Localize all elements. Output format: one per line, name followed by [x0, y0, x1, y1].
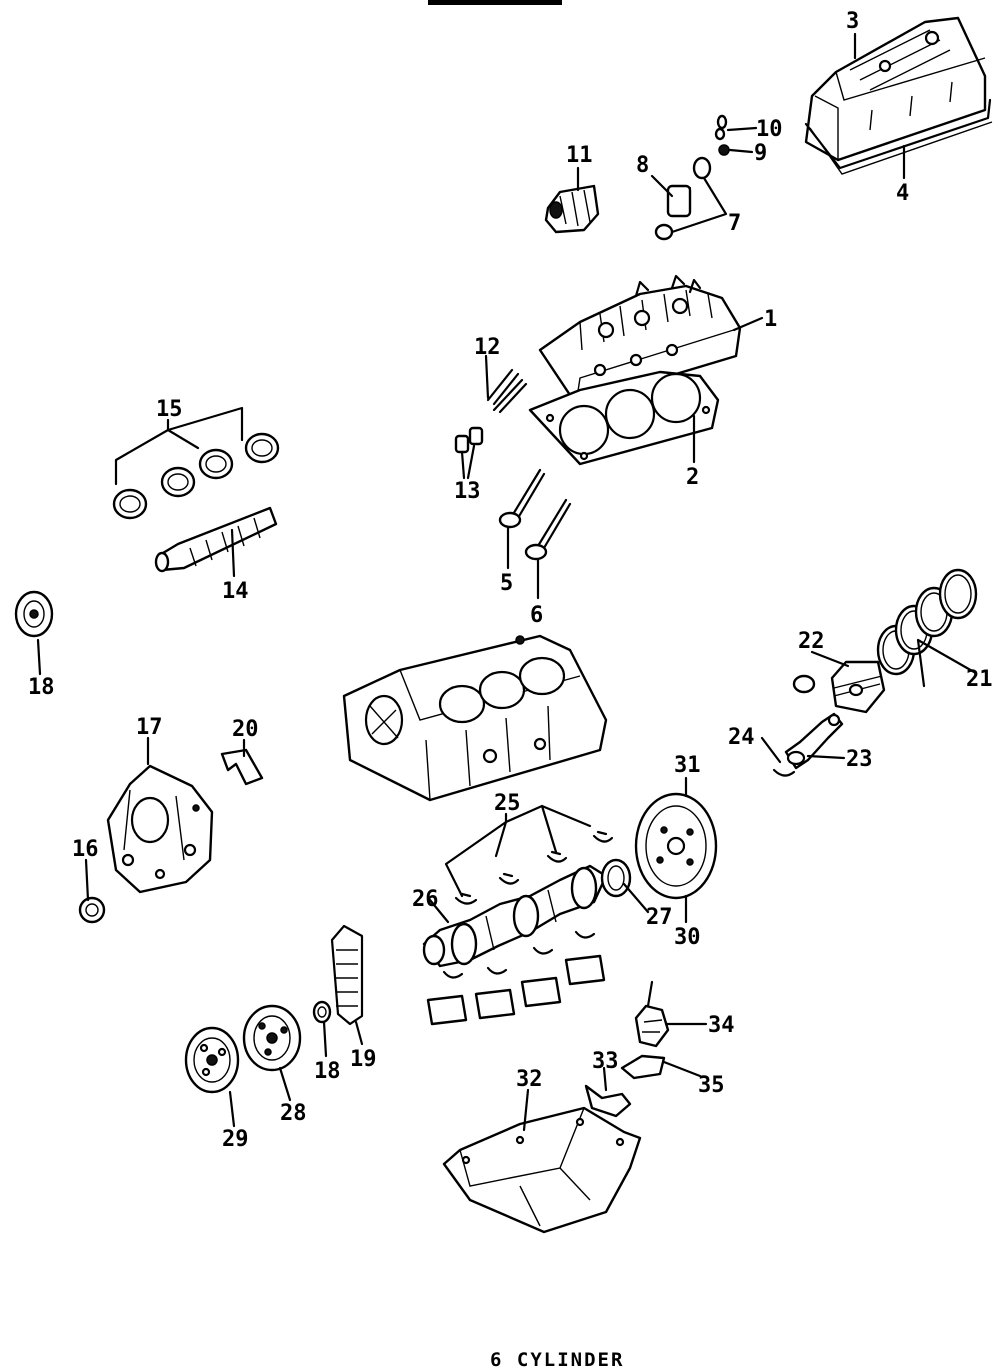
- callout-14: 14: [222, 579, 249, 604]
- leader-lines: [36, 32, 976, 1132]
- valve-spring-part: [666, 184, 692, 218]
- callout-27: 27: [646, 905, 673, 930]
- timing-cover-gasket-part: [220, 748, 264, 786]
- callout-18-bottom: 18: [314, 1059, 341, 1084]
- callout-21: 21: [966, 667, 993, 692]
- callout-32: 32: [516, 1067, 543, 1092]
- callout-13: 13: [454, 479, 481, 504]
- harmonic-balancer-part: [242, 1004, 302, 1072]
- camshaft-sprocket-part: [14, 590, 54, 638]
- callout-10: 10: [756, 117, 783, 142]
- callout-3: 3: [846, 9, 859, 34]
- rod-bearing-part: [772, 768, 796, 777]
- valve-cover-part: [804, 16, 987, 162]
- exhaust-valve-part: [524, 498, 572, 561]
- valve-cover-gasket-part: [804, 98, 993, 175]
- oil-pump-part: [634, 980, 670, 1048]
- diagram-caption: 6 CYLINDER: [490, 1349, 624, 1370]
- main-bearing-caps-part: [426, 930, 606, 1026]
- valve-seal-part: [718, 144, 730, 156]
- piston-part: [830, 660, 886, 714]
- callout-30: 30: [674, 925, 701, 950]
- callout-5: 5: [500, 571, 513, 596]
- camshaft-part: [154, 506, 278, 573]
- callout-31: 31: [674, 753, 701, 778]
- engine-block-part: [342, 634, 608, 802]
- callout-1: 1: [764, 307, 777, 332]
- callout-24: 24: [728, 725, 755, 750]
- callout-19: 19: [350, 1047, 377, 1072]
- head-gasket-part: [528, 370, 720, 466]
- oil-pickup-part: [620, 1054, 666, 1080]
- crankshaft-pulley-part: [184, 1026, 240, 1094]
- callout-15: 15: [156, 397, 183, 422]
- callout-25: 25: [494, 791, 521, 816]
- lifter-part: [454, 426, 484, 454]
- callout-7: 7: [728, 211, 741, 236]
- callout-17: 17: [136, 715, 163, 740]
- callout-26: 26: [412, 887, 439, 912]
- intake-valve-part: [498, 468, 546, 529]
- timing-cover-part: [106, 764, 214, 894]
- top-edge-bar: [428, 0, 562, 5]
- callout-28: 28: [280, 1101, 307, 1126]
- callout-16: 16: [72, 837, 99, 862]
- cam-bearing-set-part: [112, 432, 280, 520]
- callout-20: 20: [232, 717, 259, 742]
- main-bearing-set-part: [454, 830, 614, 905]
- callout-labels: 1 2 3 4 5 6 7 8 9 10 11 12 13 14 15 16 1…: [28, 9, 993, 1152]
- oil-pan-part: [442, 1106, 642, 1234]
- callout-33: 33: [592, 1049, 619, 1074]
- crankshaft-sprocket-part: [312, 1000, 332, 1024]
- piston-pin-part: [792, 674, 816, 694]
- callout-29: 29: [222, 1127, 249, 1152]
- callout-18-top: 18: [28, 675, 55, 700]
- rear-main-seal-part: [600, 858, 632, 898]
- callout-6: 6: [530, 603, 543, 628]
- callout-2: 2: [686, 465, 699, 490]
- callout-22: 22: [798, 629, 825, 654]
- rocker-arm-part: [544, 184, 600, 234]
- oil-pan-baffle-part: [584, 1084, 632, 1118]
- valve-retainer-part: [714, 114, 728, 141]
- callout-11: 11: [566, 143, 593, 168]
- connecting-rod-part: [784, 712, 844, 770]
- callout-35: 35: [698, 1073, 725, 1098]
- timing-chain-part: [330, 924, 364, 1026]
- callout-9: 9: [754, 141, 767, 166]
- callout-4: 4: [896, 181, 909, 206]
- pushrod-part: [486, 368, 528, 414]
- callout-12: 12: [474, 335, 501, 360]
- piston-ring-set-part: [876, 568, 978, 676]
- flexplate-part: [634, 792, 718, 900]
- valve-keeper-part: [654, 156, 712, 241]
- callout-34: 34: [708, 1013, 735, 1038]
- callout-23: 23: [846, 747, 873, 772]
- crankshaft-part: [422, 864, 608, 968]
- front-seal-part: [78, 896, 106, 924]
- callout-8: 8: [636, 153, 649, 178]
